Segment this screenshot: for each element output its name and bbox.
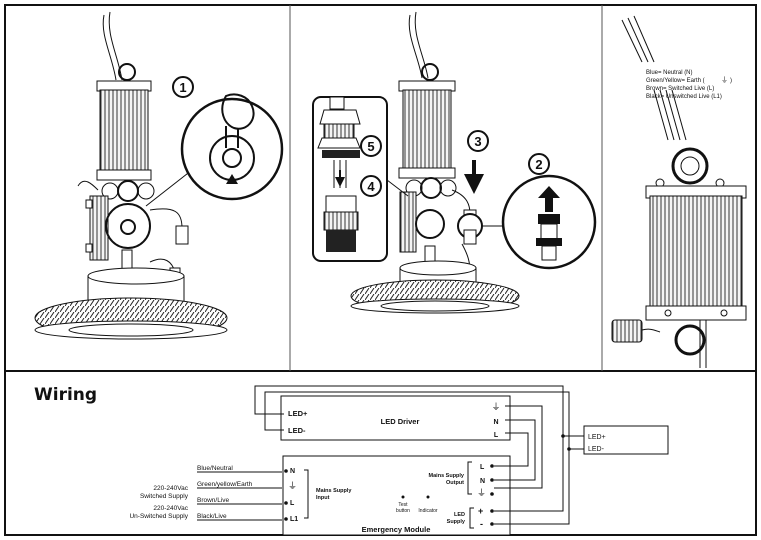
mains-output-label-1: Mains Supply [429, 473, 465, 479]
wire-green-earth: Green/yellow/Earth [197, 481, 253, 488]
mains-output-label-2: Output [446, 480, 464, 486]
driver-led-minus: LED- [288, 426, 306, 435]
em-input-l: L [290, 500, 295, 507]
wire-colour-legend: Blue= Neutral (N) Green/Yellow= Earth ( … [646, 70, 732, 100]
step-2-label: 2 [535, 157, 542, 172]
switched-supply-voltage: 220-240Vac [153, 485, 188, 492]
emergency-module-unit [89, 195, 109, 261]
emergency-module-box [282, 455, 511, 536]
mains-input-label-1: Mains Supply [316, 488, 352, 494]
em-input-n: N [290, 468, 295, 475]
em-input-earth-icon: ⏚ [288, 481, 297, 491]
driver-l-terminal: L [494, 432, 499, 439]
em-led-minus: - [480, 519, 483, 529]
step-5-label: 5 [367, 139, 374, 154]
legend-close-paren: ) [730, 78, 732, 84]
step-3-badge [467, 130, 489, 152]
install-panel-3: Blue= Neutral (N) Green/Yellow= Earth ( … [611, 15, 747, 368]
em-led-plus: + [478, 506, 483, 516]
unswitched-supply-voltage: 220-240Vac [153, 505, 188, 512]
em-output-n: N [480, 478, 485, 485]
legend-blue: Blue= Neutral (N) [646, 70, 693, 76]
wire-black-live: Black/Live [197, 513, 227, 520]
load-led-plus: LED+ [588, 434, 606, 441]
wire-blue-neutral: Blue/Neutral [197, 465, 233, 472]
driver-earth-icon: ⏚ [491, 402, 500, 412]
load-led-minus: LED- [588, 446, 605, 453]
led-supply-label-1: LED [454, 512, 465, 518]
em-output-earth-icon: ⏚ [477, 488, 486, 498]
driver-led-plus: LED+ [288, 409, 308, 418]
test-label-2: button [396, 508, 410, 514]
eye-bolt [118, 63, 136, 81]
led-driver-box [280, 395, 511, 441]
step-4-badge [360, 175, 382, 197]
install-panel-1: 1 [34, 11, 284, 340]
led-supply-label-2: Supply [447, 519, 466, 525]
legend-brown: Brown= Switched Live (L) [646, 86, 714, 92]
switched-supply-label: Switched Supply [140, 493, 189, 500]
legend-black: Black= Unswitched Live (L1) [646, 94, 722, 100]
em-output-l: L [480, 464, 485, 471]
step-2-badge [528, 153, 550, 175]
led-driver-title: LED Driver [381, 417, 420, 426]
indicator-label: Indicator [418, 508, 438, 514]
led-driver-closeup [649, 195, 743, 309]
unswitched-supply-label: Un-Switched Supply [129, 513, 188, 520]
supply-wires [197, 464, 494, 526]
mains-input-label-2: Input [316, 495, 330, 501]
install-panel-2: 2 3 4 5 [312, 11, 597, 314]
em-input-l1: L1 [290, 516, 298, 523]
led-driver-unit-2 [402, 89, 452, 171]
led-driver-unit [99, 89, 149, 173]
test-button [401, 495, 405, 499]
wire-brown-live: Brown/Live [197, 497, 230, 504]
wiring-heading: Wiring [34, 385, 97, 405]
test-label-1: Test [398, 502, 408, 508]
driver-n-terminal: N [493, 419, 498, 426]
interconnect-wires [254, 385, 584, 525]
indicator-led [426, 495, 430, 499]
step-1-label: 1 [179, 80, 186, 95]
step-5-badge [360, 135, 382, 157]
step-1-badge [172, 76, 194, 98]
legend-green-yellow: Green/Yellow= Earth ( [646, 78, 705, 84]
led-load-box [583, 425, 669, 455]
step-4-label: 4 [367, 179, 375, 194]
wiring-section: Wiring LED+ LED- LED Driver ⏚ N L LED+ L… [34, 385, 669, 536]
emergency-module-title: Emergency Module [362, 525, 431, 534]
earth-icon: ⏚ [721, 76, 728, 84]
step-3-label: 3 [474, 134, 481, 149]
